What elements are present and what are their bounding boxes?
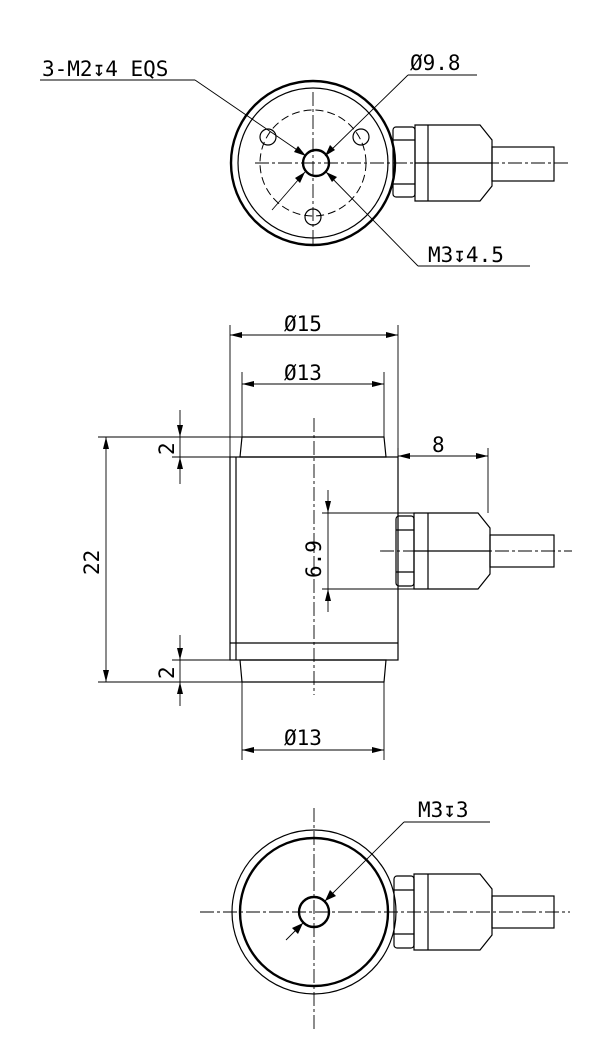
top-view: 3-M2↧4 EQS Ø9.8 M3↧4.5	[40, 51, 570, 267]
side-cable-offset-label: 8	[432, 433, 445, 457]
top-hole-1	[259, 128, 277, 146]
top-hole-2	[352, 128, 370, 146]
side-cable-dia-label: 6.9	[302, 540, 326, 578]
bottom-center-label: M3↧3	[418, 798, 469, 822]
side-top-step-label: 2	[155, 442, 179, 455]
top-center-label: M3↧4.5	[428, 243, 504, 267]
side-outer-dia-label: Ø15	[284, 312, 322, 336]
top-pcd-label: Ø9.8	[410, 51, 461, 75]
side-bottom-step-label: 2	[155, 666, 179, 679]
side-top-dia-label: Ø13	[284, 361, 322, 385]
top-cable	[491, 146, 555, 182]
bottom-cable	[491, 895, 555, 929]
side-bottom-step	[239, 659, 387, 683]
side-height-label: 22	[80, 550, 104, 575]
bottom-view: M3↧3	[200, 798, 570, 1030]
side-bottom-dia-label: Ø13	[284, 726, 322, 750]
side-view: Ø15 Ø13 22 2 2 8	[80, 312, 572, 760]
top-connector-nut	[392, 126, 416, 198]
side-top-step	[239, 436, 387, 458]
bottom-connector-hex	[413, 873, 493, 951]
top-connector-hex	[414, 124, 493, 202]
top-holes-label: 3-M2↧4 EQS	[42, 57, 168, 81]
